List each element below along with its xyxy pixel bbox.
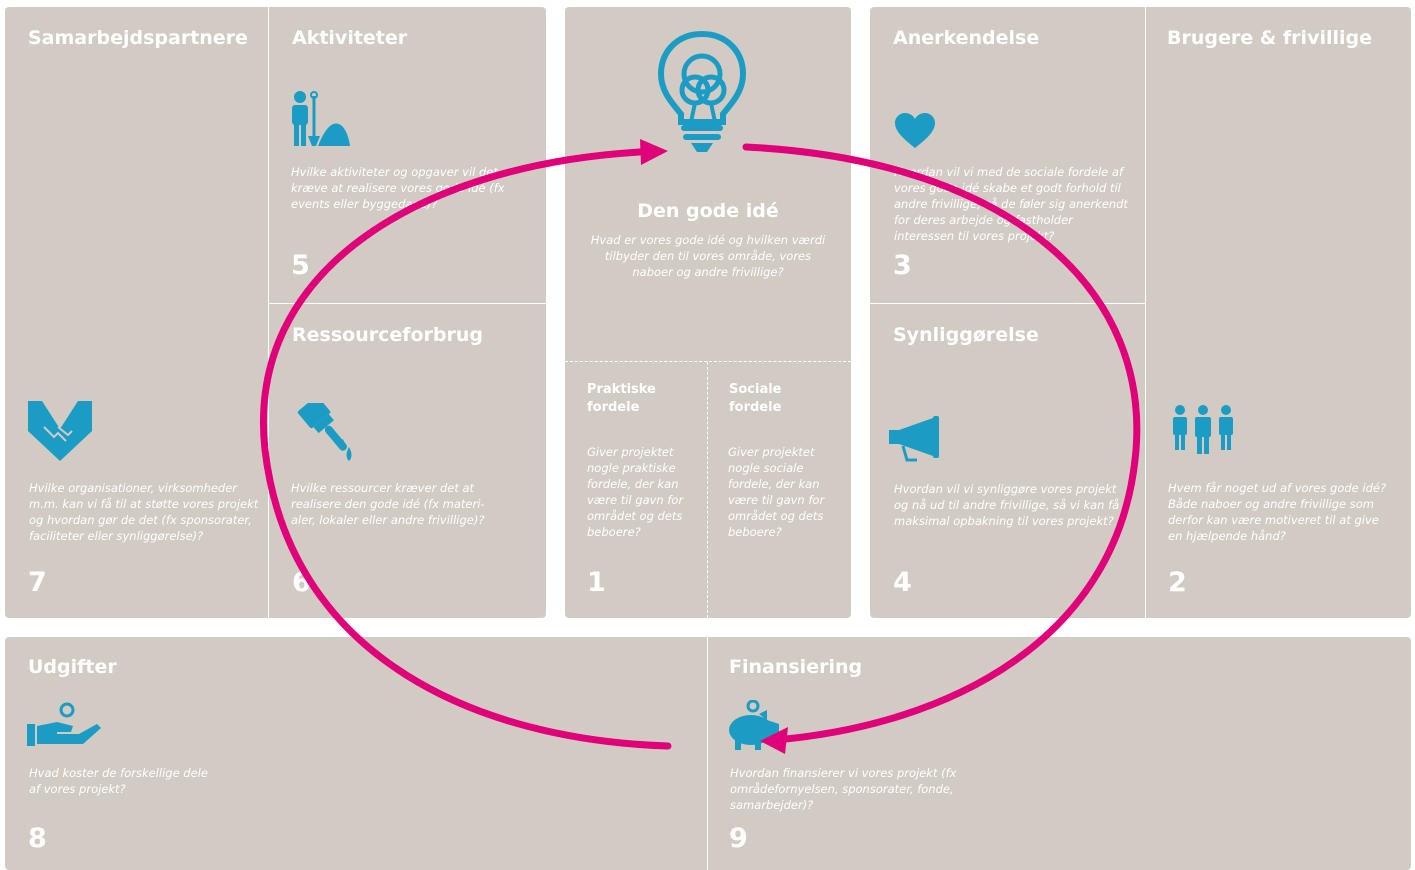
divider bbox=[268, 303, 546, 304]
block-subtitle: Praktiske fordele bbox=[587, 382, 656, 415]
hand-coin-icon bbox=[27, 702, 103, 752]
block-number: 4 bbox=[893, 567, 912, 598]
block-number: 8 bbox=[28, 823, 47, 854]
divider bbox=[707, 637, 708, 870]
block-description: Hvordan finansierer vi vores projekt (fx… bbox=[730, 766, 957, 812]
block-number: 1 bbox=[587, 567, 606, 598]
block-title: Anerkendelse bbox=[893, 27, 1040, 49]
block-description: Hvilke aktiviteter og opgaver vil det kr… bbox=[291, 165, 505, 211]
divider bbox=[870, 303, 1145, 304]
block-title: Aktiviteter bbox=[292, 27, 408, 49]
block-number: 7 bbox=[28, 567, 47, 598]
block-description: Hvordan vil vi med de sociale fordele af… bbox=[894, 165, 1128, 243]
handshake-icon bbox=[28, 399, 92, 465]
worker-shovel-icon bbox=[290, 90, 352, 152]
block-title: Udgifter bbox=[28, 656, 117, 678]
divider bbox=[1145, 7, 1146, 618]
block-description: Hvilke organisationer, virksomheder m.m.… bbox=[29, 481, 259, 543]
lightbulb-icon bbox=[655, 30, 749, 164]
block-description: Hvad koster de forskellige dele af vores… bbox=[29, 766, 208, 796]
block-description: Giver projektet nogle sociale fordele, d… bbox=[728, 445, 825, 539]
megaphone-icon bbox=[889, 416, 943, 468]
piggy-bank-icon bbox=[725, 699, 783, 756]
bottom-panel bbox=[5, 637, 1411, 870]
people-group-icon bbox=[1170, 404, 1236, 458]
block-number: 5 bbox=[291, 250, 310, 281]
block-description: Giver projektet nogle praktiske fordele,… bbox=[587, 445, 684, 539]
divider bbox=[268, 7, 269, 618]
block-title: Den gode idé bbox=[637, 200, 779, 222]
block-description: Hvem får noget ud af vores gode idé? Båd… bbox=[1168, 481, 1387, 543]
dashed-divider bbox=[565, 361, 851, 362]
block-number: 9 bbox=[729, 823, 748, 854]
dashed-divider bbox=[707, 362, 708, 618]
block-description: Hvilke ressourcer kræver det at realiser… bbox=[291, 481, 485, 527]
block-title: Ressourceforbrug bbox=[292, 324, 484, 346]
block-number: 2 bbox=[1168, 567, 1187, 598]
block-number: 6 bbox=[292, 567, 311, 598]
paintbrush-icon bbox=[293, 396, 357, 467]
block-title: Brugere & frivillige bbox=[1167, 27, 1372, 49]
block-number: 3 bbox=[893, 250, 912, 281]
block-title: Samarbejdspartnere bbox=[28, 27, 248, 49]
block-title: Synliggørelse bbox=[893, 324, 1039, 346]
heart-icon bbox=[893, 112, 937, 154]
block-title: Finansiering bbox=[729, 656, 863, 678]
block-subtitle: Sociale fordele bbox=[729, 382, 782, 415]
block-description: Hvad er vores gode idé og hvilken værdi … bbox=[590, 233, 826, 279]
block-description: Hvordan vil vi synliggøre vores projekt … bbox=[894, 482, 1120, 528]
